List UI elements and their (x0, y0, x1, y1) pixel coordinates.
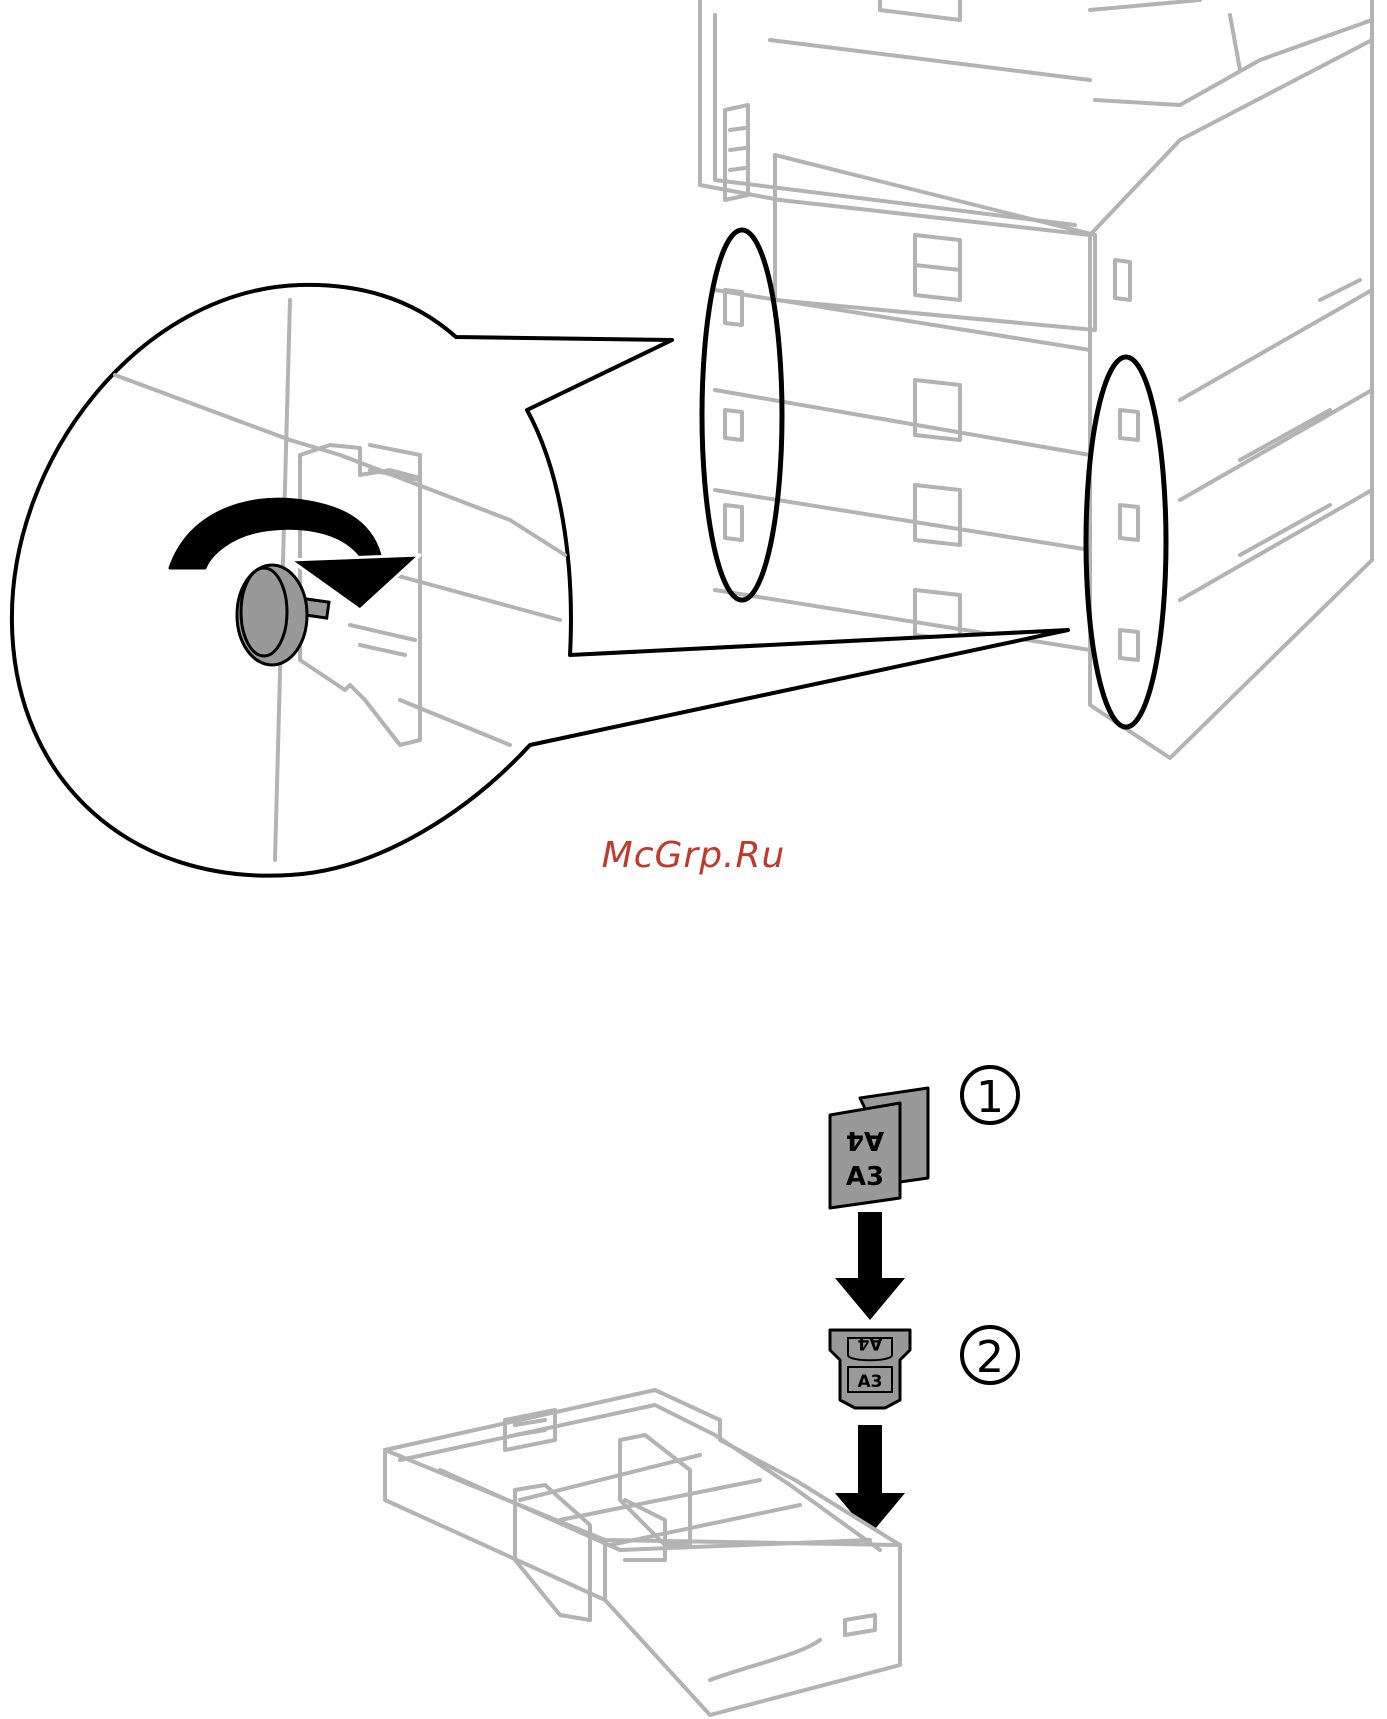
step-1-label: 1 (976, 1072, 1004, 1123)
down-arrow-1-icon (835, 1212, 905, 1320)
step-2-marker: 2 (962, 1327, 1018, 1383)
holder-bottom-label: A3 (858, 1372, 883, 1392)
callout-bubble (12, 285, 1068, 876)
clip-top-label: A4 (846, 1125, 884, 1155)
clip-bottom-label: A3 (846, 1162, 884, 1192)
holder-top-label: A4 (857, 1333, 882, 1353)
zoom-callout (12, 285, 1068, 876)
paper-size-clip: A4 A3 (830, 1088, 928, 1208)
paper-cassette (385, 1390, 900, 1715)
watermark: McGrp.Ru (0, 835, 1387, 876)
step-2-label: 2 (976, 1332, 1004, 1383)
step-1-marker: 1 (962, 1067, 1018, 1123)
paper-size-holder: A4 A3 (830, 1330, 910, 1408)
